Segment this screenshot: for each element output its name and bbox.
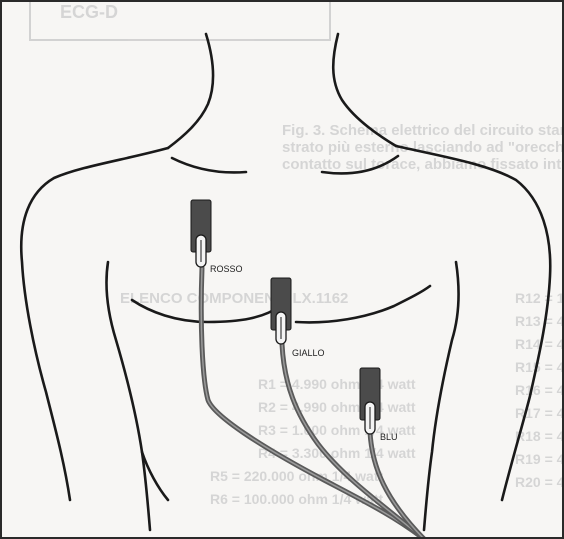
background-component-right: R18 = 4 xyxy=(515,428,564,444)
background-component-right: R16 = 4 xyxy=(515,382,564,398)
shoulder-left xyxy=(21,148,168,500)
background-component-right: R19 = 4 xyxy=(515,451,564,467)
background-component-right: R13 = 4 xyxy=(515,313,564,329)
background-caption-line: Fig. 3. Schema elettrico del circuito st… xyxy=(282,122,564,139)
electrode-label-blu: BLU xyxy=(380,432,398,442)
neck-left xyxy=(168,34,213,148)
background-box-label: ECG-D xyxy=(60,2,118,22)
background-component-left: R2 = 4.990 ohm 1/4 watt xyxy=(258,399,416,415)
background-component-right: R20 = 4 xyxy=(515,474,564,490)
arm-inner-right xyxy=(424,262,459,530)
background-component-right: R17 = 4 xyxy=(515,405,564,421)
background-component-right: R15 = 4 xyxy=(515,359,564,375)
electrode-rosso: ROSSO xyxy=(191,200,243,274)
electrode-label-giallo: GIALLO xyxy=(292,348,325,358)
cable-giallo-highlight xyxy=(282,344,424,539)
background-text: ECG-D Fig. 3. Schema elettrico del circu… xyxy=(30,0,564,507)
cable-giallo xyxy=(282,344,424,539)
background-component-left: R1 = 4.990 ohm 1/4 watt xyxy=(258,376,416,392)
background-component-right: R12 = 1 xyxy=(515,290,564,306)
collarbone-left xyxy=(172,158,246,172)
background-heading: ELENCO COMPONENTI LX.1162 xyxy=(120,290,348,307)
background-caption-line: contatto sul torace, abbiamo fissato int… xyxy=(282,156,564,173)
background-caption-line: strato più esterno lasciando ad "orecchi… xyxy=(282,139,564,156)
electrode-label-rosso: ROSSO xyxy=(210,264,243,274)
